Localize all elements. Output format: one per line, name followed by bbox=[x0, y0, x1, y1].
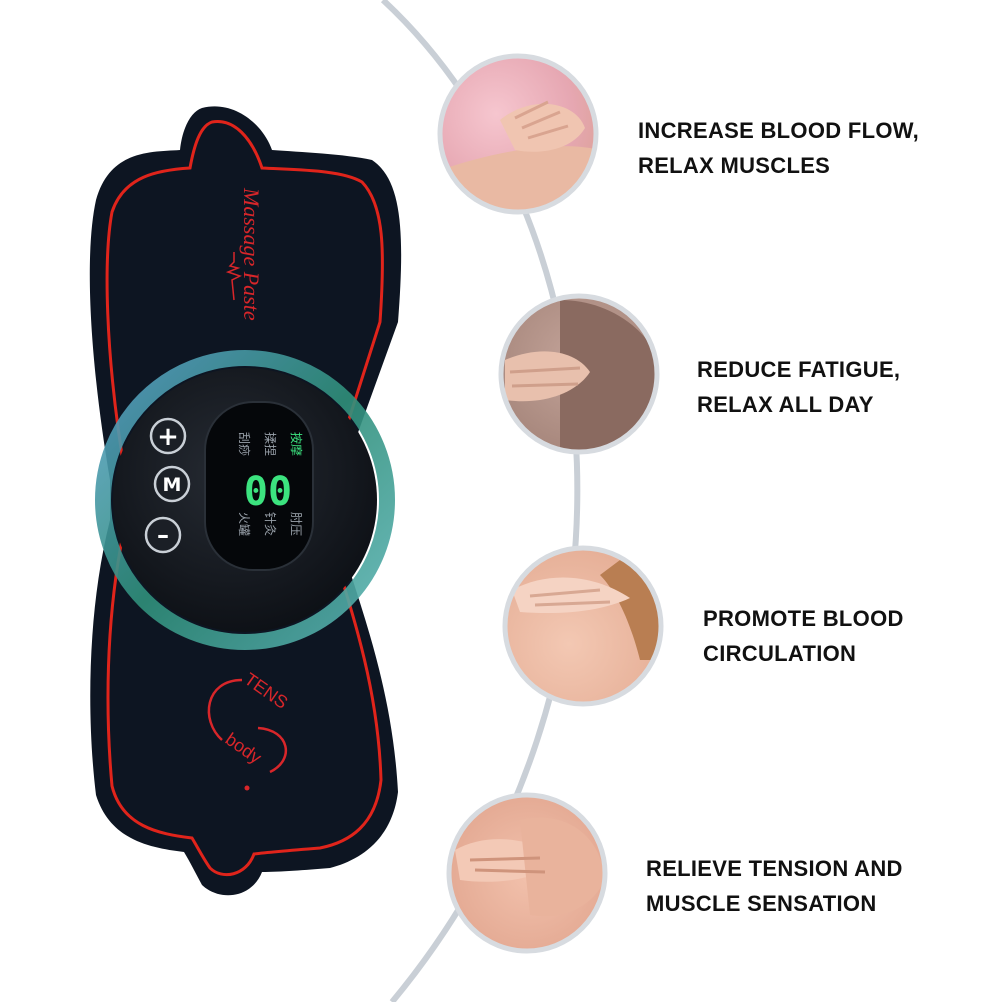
mode-button[interactable]: M bbox=[153, 465, 191, 503]
mode-label-5: 针灸 bbox=[263, 512, 278, 536]
benefit-line: RELAX ALL DAY bbox=[697, 392, 874, 417]
minus-button[interactable]: – bbox=[144, 516, 182, 554]
benefit-text-3: PROMOTE BLOOD CIRCULATION bbox=[703, 601, 904, 671]
benefit-text-2: REDUCE FATIGUE, RELAX ALL DAY bbox=[697, 352, 900, 422]
brand-text: Massage Paste bbox=[239, 187, 264, 321]
benefit-line: RELIEVE TENSION AND bbox=[646, 856, 903, 881]
massage-pad: Massage Paste 揉捏 刮痧 按摩 肘压 针灸 火罐 00 + M – bbox=[89, 106, 402, 896]
foot-massage-photo bbox=[446, 792, 608, 954]
mode-label-4: 肘压 bbox=[289, 512, 304, 536]
mode-label-6: 火罐 bbox=[237, 512, 251, 536]
mode-label-active: 按摩 bbox=[289, 432, 304, 456]
benefit-line: PROMOTE BLOOD bbox=[703, 606, 904, 631]
benefit-line: CIRCULATION bbox=[703, 641, 857, 666]
minus-icon: – bbox=[157, 521, 169, 549]
benefit-line: INCREASE BLOOD FLOW, bbox=[638, 118, 919, 143]
neck-massage-photo bbox=[498, 293, 660, 455]
pad-outline bbox=[105, 120, 384, 877]
intensity-display: 00 bbox=[244, 469, 292, 515]
back-massage-photo bbox=[502, 545, 664, 707]
benefit-text-4: RELIEVE TENSION AND MUSCLE SENSATION bbox=[646, 851, 903, 921]
shoulder-massage-photo bbox=[437, 53, 599, 215]
mode-label-2: 刮痧 bbox=[237, 432, 252, 456]
benefit-line: REDUCE FATIGUE, bbox=[697, 357, 901, 382]
waveform-icon bbox=[225, 252, 242, 301]
plus-icon: + bbox=[157, 422, 179, 452]
mode-label-1: 揉捏 bbox=[263, 432, 278, 456]
benefit-text-1: INCREASE BLOOD FLOW, RELAX MUSCLES bbox=[638, 113, 919, 183]
plus-button[interactable]: + bbox=[149, 417, 187, 455]
benefit-line: RELAX MUSCLES bbox=[638, 153, 831, 178]
display-screen bbox=[204, 401, 314, 571]
hub-glow-ring bbox=[95, 350, 395, 650]
mode-icon: M bbox=[163, 474, 182, 496]
benefit-line: MUSCLE SENSATION bbox=[646, 891, 877, 916]
